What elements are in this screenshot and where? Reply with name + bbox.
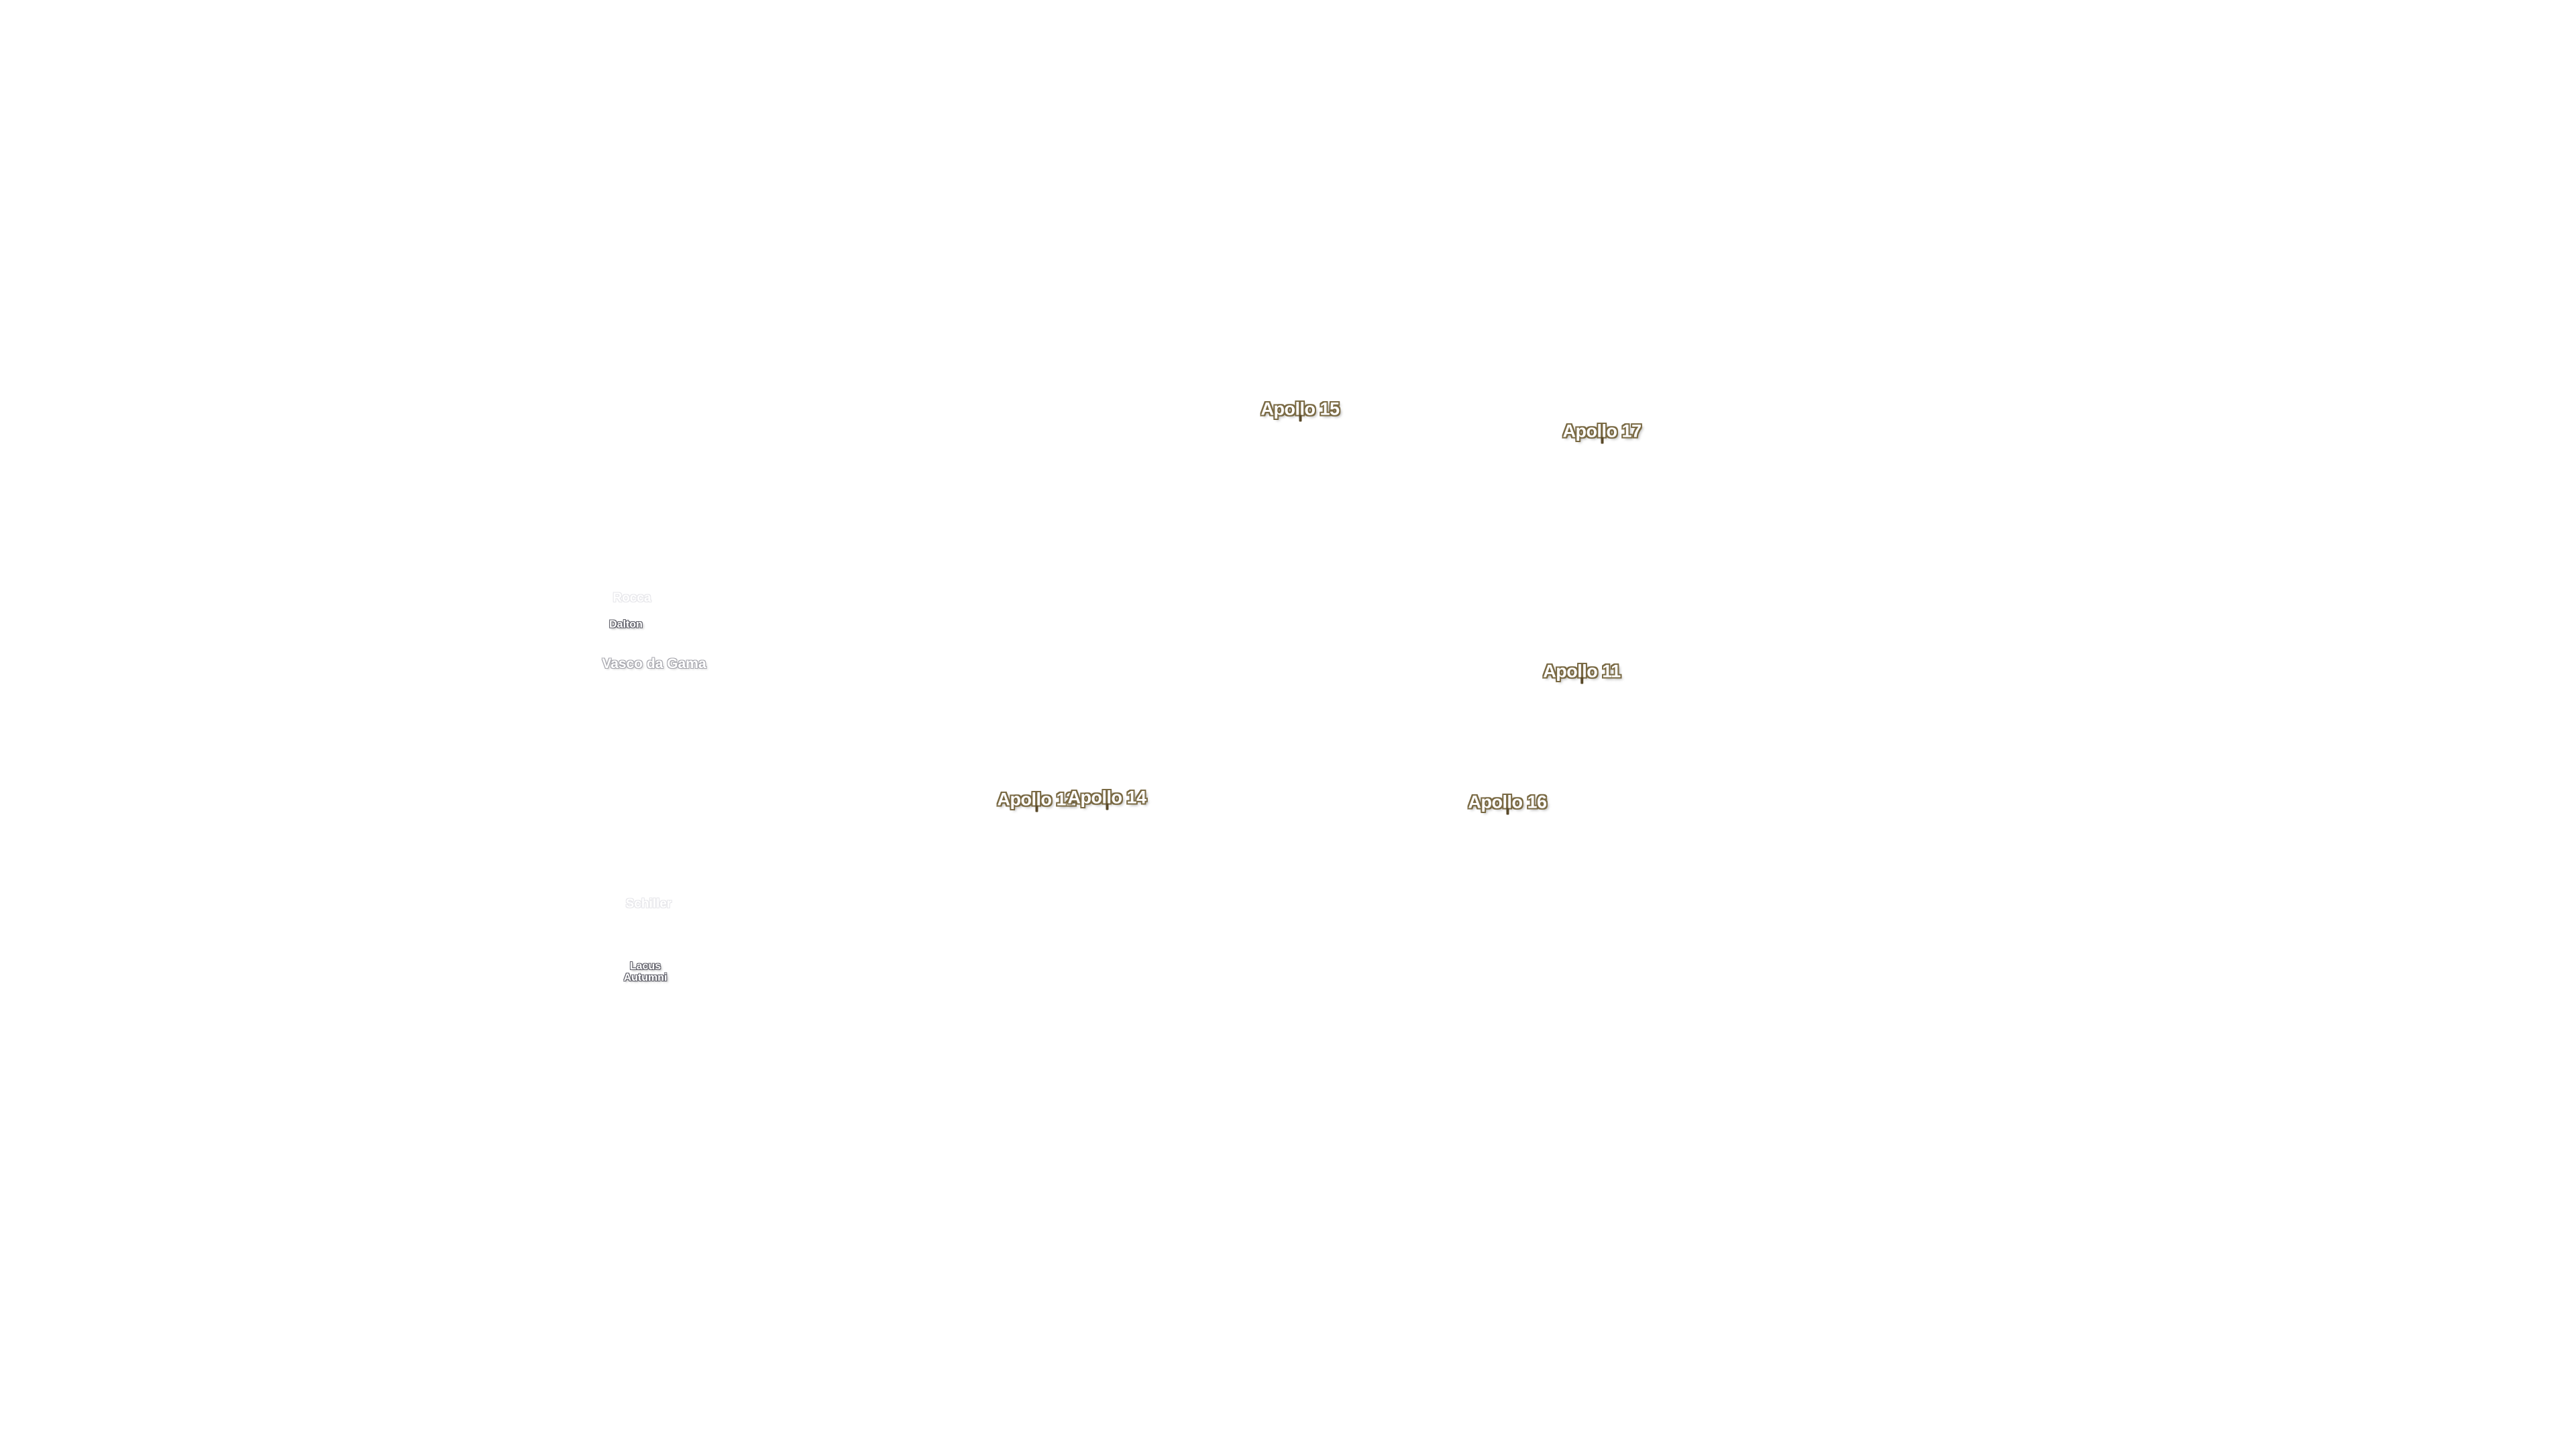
landing-site-apollo-15[interactable]: Apollo 15 [1260,399,1340,422]
landing-site-marker-icon [1034,805,1038,812]
landing-site-marker-icon [1298,415,1301,422]
feature-label-lacus-autumni[interactable]: Lacus Autumni [624,961,667,984]
landing-site-apollo-16[interactable]: Apollo 16 [1468,792,1547,815]
feature-label-dalton[interactable]: Dalton [609,619,643,631]
landing-site-marker-icon [1600,437,1603,444]
landing-site-marker-icon [1580,677,1583,684]
landing-site-apollo-11[interactable]: Apollo 11 [1543,661,1621,684]
landing-site-apollo-12[interactable]: Apollo 12 [997,790,1076,812]
feature-label-line: Lacus [629,961,661,973]
landing-site-marker-icon [1105,803,1108,810]
feature-label-line: Autumni [623,972,667,983]
landing-site-apollo-17[interactable]: Apollo 17 [1562,421,1642,444]
feature-label-schiller[interactable]: Schiller [625,897,672,912]
feature-label-vasco-da-gama[interactable]: Vasco da Gama [602,655,706,672]
feature-label-faint-top[interactable]: Rocca [612,591,651,606]
landing-site-apollo-14[interactable]: Apollo 14 [1067,788,1146,810]
landing-site-marker-icon [1505,808,1509,815]
